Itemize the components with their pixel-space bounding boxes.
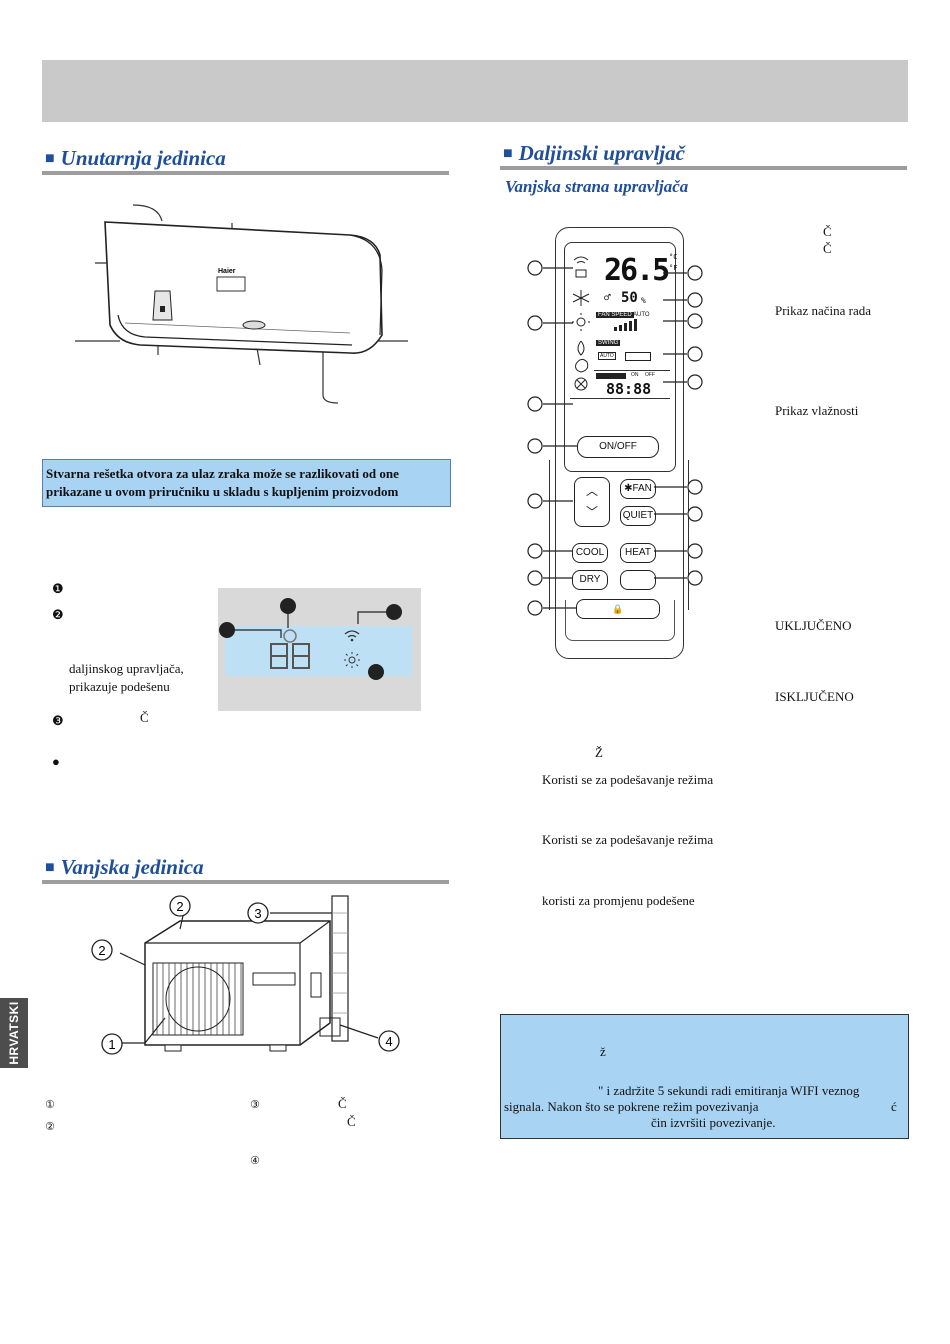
lcd-mode-icons [572,256,590,391]
indoor-legend-char: Č [140,710,149,725]
indoor-legend-num-1: ❶ [52,581,64,596]
quiet-button[interactable]: QUIET [620,506,656,526]
outdoor-callout-3: 3 [254,906,261,921]
chevron-up-icon[interactable]: ︿ [585,484,598,498]
remote-text-c1: Č [823,224,832,239]
outdoor-legend-num-1: ① [45,1098,55,1111]
wifi-note-line3b: ć [891,1099,897,1114]
indoor-legend-text-remote: daljinskog upravljača, [69,661,184,676]
language-tab: HRVATSKI [0,998,28,1068]
remote-callouts [527,260,703,616]
heat-button[interactable]: HEAT [620,543,656,563]
wifi-note-line2: " i zadržite 5 sekundi radi emitiranja W… [598,1083,860,1098]
outdoor-callout-4: 4 [385,1034,392,1049]
lcd-swing-label: SWING [596,340,621,346]
wifi-note-box: ž " i zadržite 5 sekundi radi emitiranja… [500,1014,909,1139]
wifi-note-line1: ž [600,1044,606,1059]
lcd-temperature: 26.5 [604,253,670,288]
indoor-note-line2: prikazane u ovom priručniku u skladu s k… [46,484,399,499]
outdoor-title-text: Vanjska jedinica [60,855,204,879]
lcd-humidity: 50 [621,290,638,306]
lcd-divider [594,370,670,371]
indoor-title-rule [42,171,449,175]
lcd-bottom-divider [570,398,670,399]
indoor-note-line1: Stvarna rešetka otvora za ulaz zraka mož… [46,466,399,481]
indoor-display-graphics [219,598,402,680]
remote-text-off: ISKLJUČENO [775,689,854,704]
indoor-legend-num-3: ❸ [52,713,64,728]
outdoor-title-rule [42,880,449,884]
outdoor-unit-illustration: 1 2 2 3 4 [91,895,400,1055]
indoor-unit-illustration: Haier [75,204,408,404]
dry-button[interactable]: DRY [572,570,608,590]
remote-text-use2: Koristi se za podešavanje režima [542,832,714,847]
outdoor-legend-char-1: Č [338,1096,347,1111]
lcd-unit-c: °C [669,253,678,261]
wifi-note-line3: signala. Nakon što se pokrene režim pove… [504,1099,759,1114]
remote-title-text: Daljinski upravljač [518,141,685,165]
lcd-timer-off: OFF [645,372,655,378]
temp-updown-button[interactable]: ︿ ﹀ [574,477,610,527]
outdoor-callout-2-top: 2 [176,899,183,914]
remote-title-rule [500,166,907,170]
indoor-legend-num-2: ❷ [52,607,64,622]
indoor-title-text: Unutarnja jedinica [60,146,226,170]
indoor-legend-text-setting: prikazuje podešenu [69,679,170,694]
remote-text-z: Ž [595,745,603,760]
remote-text-on: UKLJUČENO [775,618,852,633]
remote-text-c2: Č [823,241,832,256]
outdoor-callout-1: 1 [108,1037,115,1052]
remote-text-use1: Koristi se za podešavanje režima [542,772,714,787]
wifi-note-line4: čin izvršiti povezivanje. [651,1115,776,1130]
remote-text-use3: koristi za promjenu podešene [542,893,695,908]
remote-section-title: ■Daljinski upravljač [503,141,685,165]
indoor-legend-bullet: ● [52,754,60,769]
lcd-humidity-icon: ♂ [604,291,611,304]
lcd-unit-f: °F [669,264,678,272]
language-tab-label: HRVATSKI [7,1001,21,1065]
outdoor-legend-num-4: ④ [250,1154,260,1167]
outdoor-section-title: ■Vanjska jedinica [45,855,204,879]
indoor-display-panel [218,588,421,711]
unit-logo: Haier [218,268,236,275]
remote-text-humidity-display: Prikaz vlažnosti [775,403,859,418]
remote-screen-frame [564,242,676,472]
outdoor-legend-num-2: ② [45,1120,55,1133]
lcd-fan-speed-label: FAN SPEED [596,312,634,318]
lcd-fan-bars [614,319,637,331]
lcd-clock: 88:88 [606,380,652,398]
fan-button[interactable]: ✱FAN [620,479,656,499]
indoor-grille-note: Stvarna rešetka otvora za ulaz zraka mož… [42,459,451,507]
lcd-fan-auto: AUTO [633,312,650,318]
remote-text-mode-display: Prikaz načina rada [775,303,872,318]
indoor-section-title: ■Unutarnja jedinica [45,146,226,170]
lcd-humidity-unit: % [641,296,646,305]
lcd-swing-auto: AUTO [598,352,616,360]
onoff-button[interactable]: ON/OFF [577,436,659,458]
cool-button[interactable]: COOL [572,543,608,563]
lock-button[interactable]: 🔒 [576,599,660,619]
blank-button[interactable] [620,570,656,590]
lcd-timer-bar [596,373,626,379]
outdoor-legend-char-2: Č [347,1114,356,1129]
header-banner [42,60,908,122]
outdoor-callout-2-side: 2 [98,943,105,958]
lcd-timer-on: ON [631,372,639,378]
remote-bottom-panel [565,600,675,641]
outdoor-legend-num-3: ③ [250,1098,260,1111]
chevron-down-icon[interactable]: ﹀ [585,505,598,519]
remote-subtitle: Vanjska strana upravljača [505,177,689,196]
remote-side-lines [549,460,689,610]
lcd-swing-box [625,352,651,361]
